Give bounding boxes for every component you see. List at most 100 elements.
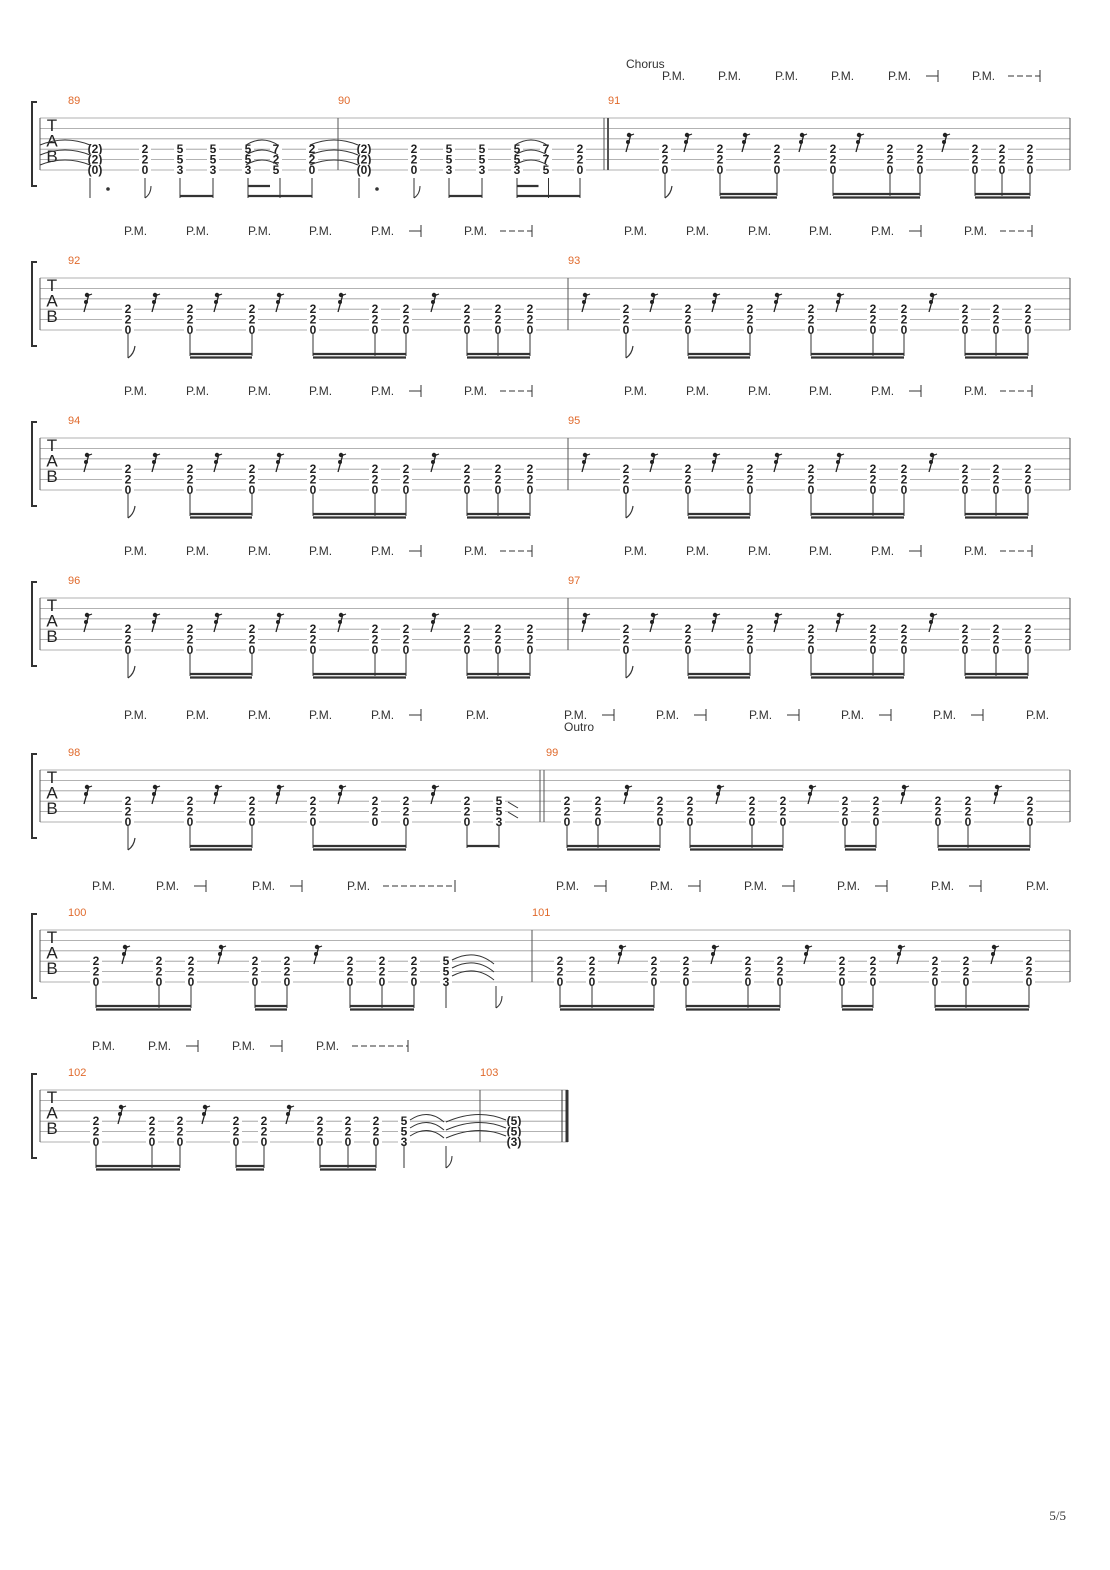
note-bg	[246, 623, 258, 635]
dot	[375, 187, 379, 191]
note-bg	[398, 1126, 410, 1138]
rest-flag	[718, 785, 725, 789]
fret-number: 0	[187, 323, 194, 337]
fret-number: 0	[403, 815, 410, 829]
note-bg	[376, 966, 388, 978]
note-bg	[184, 324, 196, 336]
fret-number: 0	[372, 643, 379, 657]
note-bg	[139, 154, 151, 166]
note-bg	[990, 314, 1002, 326]
note-bg	[561, 806, 573, 818]
note-bg	[174, 1126, 186, 1138]
note-bg	[742, 966, 754, 978]
note-bg	[400, 795, 412, 807]
note-bg	[400, 484, 412, 496]
fret-number: 0	[1025, 643, 1032, 657]
note-bg	[307, 463, 319, 475]
system-bracket	[31, 753, 37, 839]
note-bg	[314, 1115, 326, 1127]
note-bg	[398, 1136, 410, 1148]
note-bg	[492, 484, 504, 496]
fret-number: 2	[93, 954, 100, 968]
sixteenth-rest	[275, 612, 285, 633]
tab-clef-letter-t: T	[47, 768, 57, 787]
fret-number: 2	[842, 805, 849, 819]
rest-stem	[773, 453, 780, 473]
rest-stem	[993, 785, 1000, 805]
fret-number: 5	[401, 1125, 408, 1139]
fret-number: 0	[808, 323, 815, 337]
note-bg	[307, 474, 319, 486]
palm-mute-label: P.M.	[871, 544, 894, 558]
note-bg	[654, 806, 666, 818]
fret-number: 2	[887, 153, 894, 167]
fret-number: 2	[962, 313, 969, 327]
fret-number: 0	[317, 1135, 324, 1149]
fret-number: 2	[962, 302, 969, 316]
note-bg	[929, 955, 941, 967]
fret-number: 2	[125, 302, 132, 316]
palm-mute-label: P.M.	[124, 384, 147, 398]
note-bg	[400, 463, 412, 475]
fret-number: (0)	[357, 163, 372, 177]
sixteenth-rest	[928, 292, 938, 313]
rest-flag	[652, 453, 659, 457]
tab-clef-letter-b: B	[46, 627, 57, 646]
fret-number: 2	[830, 153, 837, 167]
note-bg	[461, 634, 473, 646]
note-bg	[122, 806, 134, 818]
note-bg	[306, 143, 318, 155]
note-bg	[574, 154, 586, 166]
rest-stem	[151, 293, 158, 313]
palm-mute-label: P.M.	[748, 384, 771, 398]
note-bg	[561, 816, 573, 828]
fret-number: 0	[747, 323, 754, 337]
system-bracket	[31, 1073, 37, 1159]
fret-number: 2	[963, 954, 970, 968]
note-bg	[400, 644, 412, 656]
note-bg	[90, 966, 102, 978]
rest-stem	[83, 293, 90, 313]
rest-flag	[154, 293, 161, 297]
sixteenth-rest	[990, 944, 1000, 965]
fret-number: 2	[495, 622, 502, 636]
tab-clef-letter-a: A	[46, 292, 58, 311]
tie-arc	[514, 139, 548, 146]
note-bg	[307, 484, 319, 496]
rest-stem	[151, 785, 158, 805]
note-bg	[400, 303, 412, 315]
note-bg	[207, 154, 219, 166]
fret-number: 0	[870, 643, 877, 657]
note-bg	[744, 484, 756, 496]
rest-stem	[990, 945, 997, 965]
rest-flag	[801, 133, 808, 137]
note-bg	[184, 816, 196, 828]
palm-mute-label: P.M.	[248, 544, 271, 558]
note-bg	[270, 143, 282, 155]
rest-stem	[617, 945, 624, 965]
note-bg	[990, 623, 1002, 635]
fret-number: 2	[564, 794, 571, 808]
note-bg	[230, 1136, 242, 1148]
fret-number: 2	[93, 1114, 100, 1128]
fret-number: 2	[993, 473, 1000, 487]
note-bg	[554, 976, 566, 988]
note-bg	[440, 976, 452, 988]
note-bg	[680, 966, 692, 978]
rest-stem	[83, 785, 90, 805]
note-bg	[153, 955, 165, 967]
fret-number: 5	[446, 153, 453, 167]
fret-number: 0	[685, 643, 692, 657]
note-bg	[376, 976, 388, 988]
fret-number: 0	[993, 323, 1000, 337]
rest-stem	[83, 613, 90, 633]
note-bg	[400, 324, 412, 336]
palm-mute-label: P.M.	[650, 879, 673, 893]
fret-number: 0	[623, 483, 630, 497]
sixteenth-rest	[213, 612, 223, 633]
fret-number: 2	[685, 633, 692, 647]
fret-number: 0	[187, 483, 194, 497]
fret-number: 3	[496, 815, 503, 829]
sixteenth-rest	[649, 452, 659, 473]
fret-number: 2	[935, 794, 942, 808]
